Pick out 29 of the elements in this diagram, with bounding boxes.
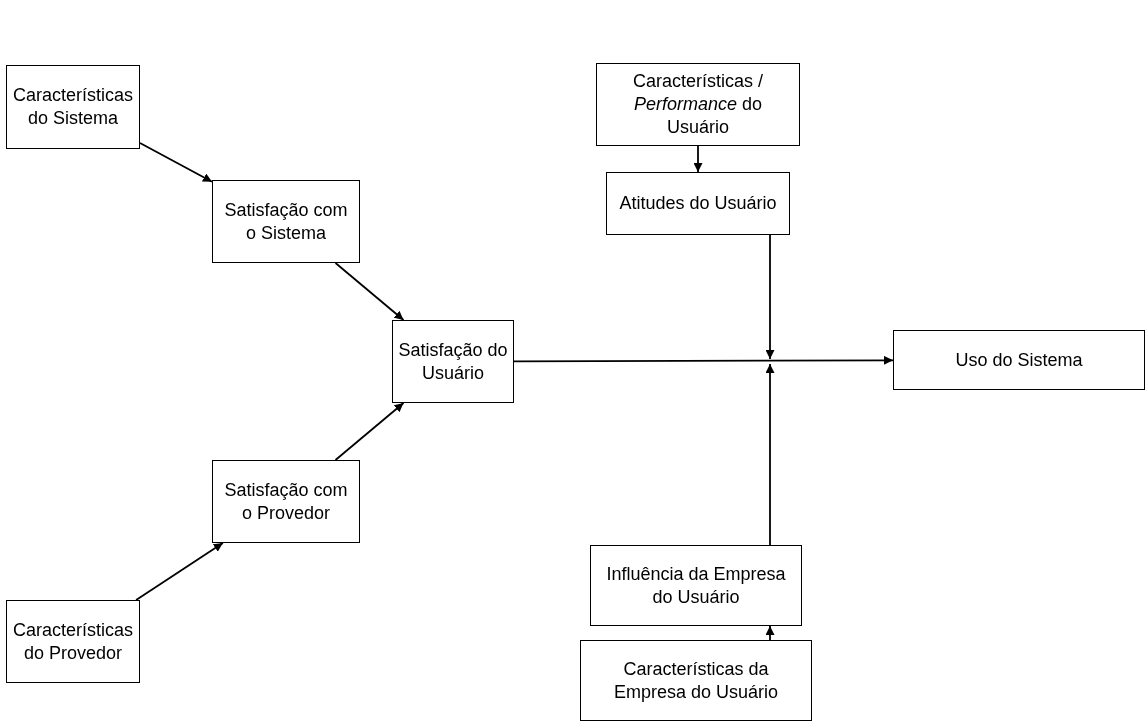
box-label: Influência da Empresa do Usuário	[605, 562, 787, 609]
arrow	[334, 402, 405, 461]
box-label: Satisfação do Usuário	[397, 338, 509, 385]
arrow	[693, 145, 703, 173]
box-label: Atitudes do Usuário	[618, 192, 778, 215]
arrow	[765, 363, 775, 546]
process-box	[212, 460, 360, 543]
process-box	[392, 320, 514, 403]
process-box	[6, 65, 140, 149]
box-label: Características do Provedor	[11, 618, 134, 665]
arrow	[513, 355, 894, 365]
process-box	[580, 640, 812, 721]
process-box	[596, 63, 800, 146]
arrow	[135, 542, 224, 601]
process-box	[212, 180, 360, 263]
process-box	[6, 600, 140, 683]
arrow	[139, 142, 213, 183]
process-box	[606, 172, 790, 235]
arrow	[334, 262, 405, 321]
box-label: Satisfação com o Provedor	[223, 478, 349, 525]
arrow	[765, 234, 775, 360]
box-label: Características / Performance do Usuário	[631, 70, 764, 139]
arrow	[765, 625, 775, 641]
process-box	[590, 545, 802, 626]
process-box	[893, 330, 1145, 390]
box-label: Satisfação com o Sistema	[223, 198, 349, 245]
box-label: Características da Empresa do Usuário	[612, 657, 780, 704]
box-label: Uso do Sistema	[954, 348, 1084, 372]
box-label: Características do Sistema	[11, 84, 134, 130]
